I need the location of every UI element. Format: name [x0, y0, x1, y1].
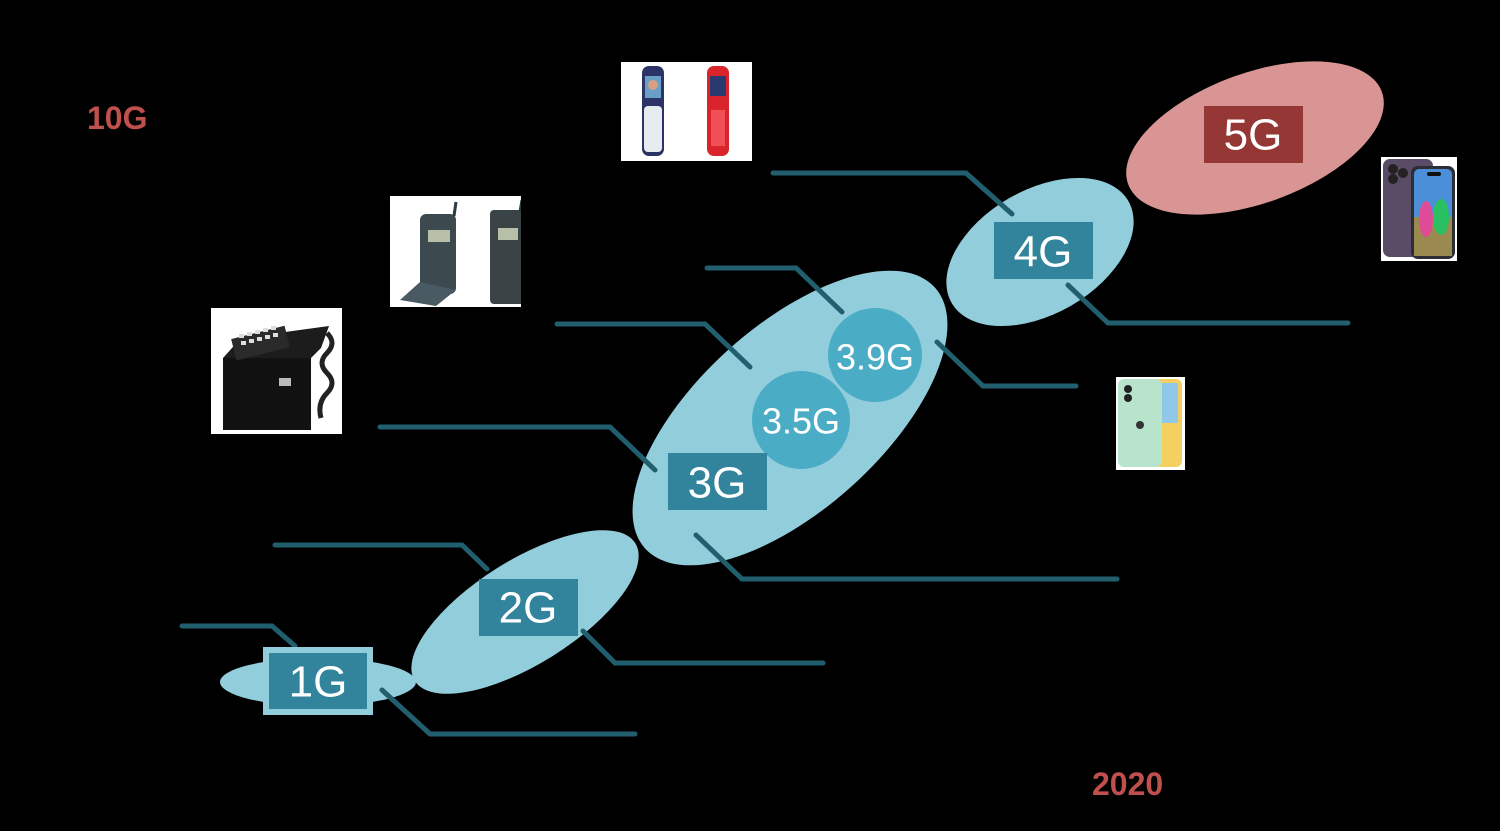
- label-4g: 4G: [1014, 228, 1073, 277]
- label-5g: 5G: [1224, 111, 1283, 160]
- flip-phones-2g-image: [390, 196, 521, 307]
- circle-3-5g: [750, 369, 852, 471]
- shoulder-phone-image: [211, 308, 342, 434]
- label-1g: 1G: [289, 658, 348, 707]
- box-1g: [269, 653, 367, 709]
- label-3g: 3G: [688, 459, 747, 508]
- box-3g: [668, 453, 767, 510]
- label-3-5g: 3.5G: [762, 401, 840, 442]
- label-2g: 2G: [499, 584, 558, 633]
- box-4g: [994, 222, 1093, 279]
- iphone-11-image: [1116, 377, 1185, 470]
- iphone-14-pro-image: [1381, 157, 1457, 261]
- box-5g: [1204, 106, 1303, 163]
- feature-phones-3g-image: [621, 62, 752, 161]
- leader-lines: [179, 170, 1351, 737]
- label-3-9g: 3.9G: [836, 337, 914, 378]
- circle-3-9g: [826, 306, 924, 404]
- annotation-year: 2020: [1092, 766, 1164, 802]
- box-2g: [479, 579, 578, 636]
- annotation-10g: 10G: [87, 100, 148, 136]
